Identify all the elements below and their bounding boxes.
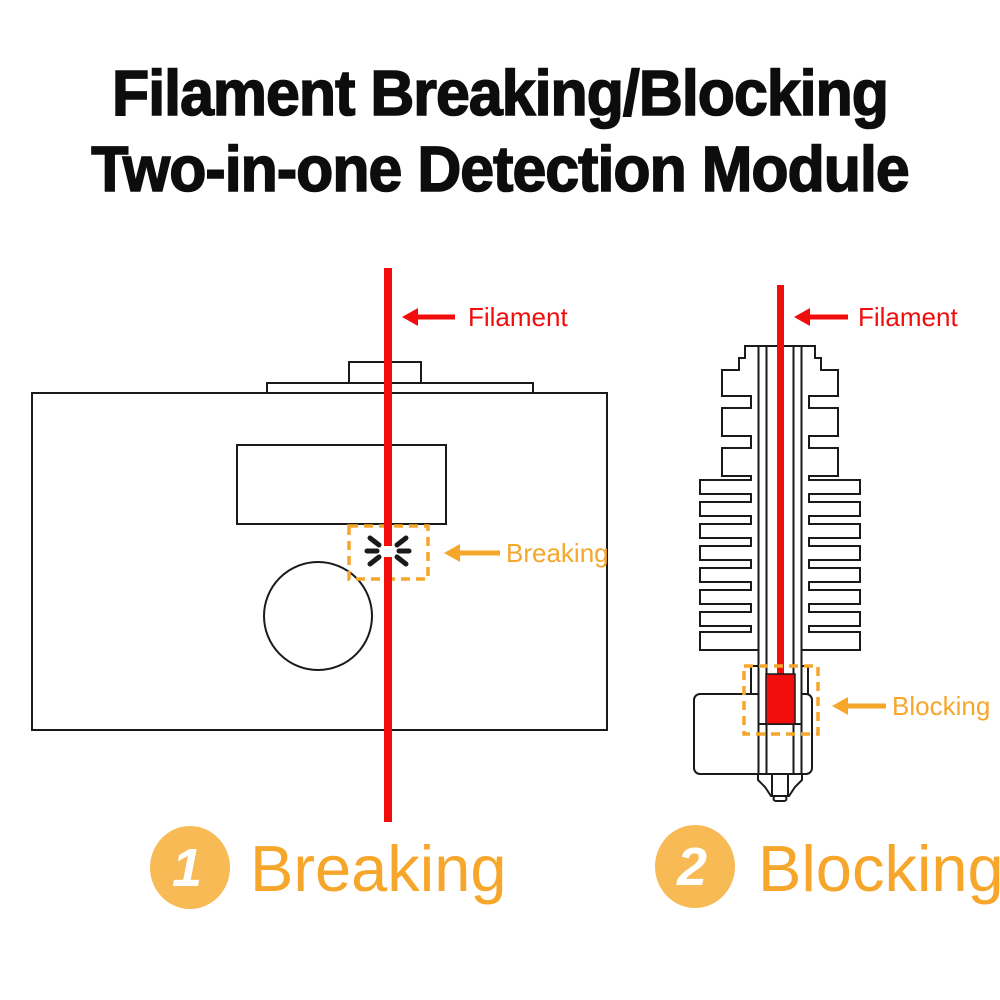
breaking-diagram: [31, 268, 608, 822]
legend-1-badge: 1: [150, 826, 230, 909]
filament-arrow-left-icon: [402, 308, 455, 326]
breaking-label: Breaking: [506, 538, 609, 568]
blocking-diagram: [693, 285, 886, 802]
title-line2: Two-in-one Detection Module: [90, 132, 910, 206]
idler-wheel: [263, 561, 373, 671]
legend-1-number: 1: [171, 837, 203, 898]
blockage-rect: [765, 673, 796, 725]
legend-2-badge: 2: [655, 825, 735, 908]
legend-1-label: Breaking: [250, 832, 507, 905]
blocking-label: Blocking: [892, 691, 991, 721]
legend-2-label: Blocking: [758, 832, 1000, 905]
page-title: Filament Breaking/Blocking Two-in-one De…: [25, 55, 975, 207]
switch-body: [236, 444, 447, 525]
title-line1: Filament Breaking/Blocking: [111, 56, 889, 130]
filament-arrow-right-icon: [794, 308, 848, 326]
legend-2-number: 2: [676, 836, 708, 897]
blocking-arrow-icon: [832, 697, 886, 715]
filament-label-left: Filament: [468, 302, 568, 332]
mounting-plate: [266, 382, 534, 394]
filament-label-right: Filament: [858, 302, 958, 332]
breaking-arrow-icon: [444, 544, 500, 562]
highlight-box-blocking: [742, 664, 820, 736]
break-burst-icon: [364, 535, 412, 567]
nozzle: [757, 773, 803, 802]
